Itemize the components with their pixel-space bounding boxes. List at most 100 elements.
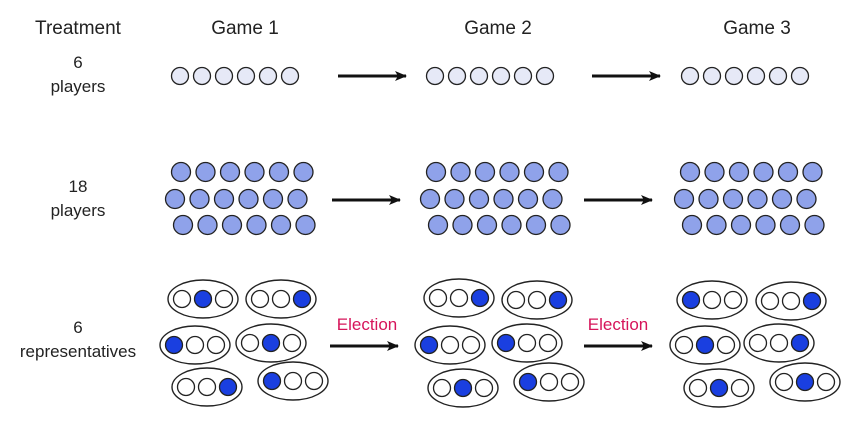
representative-group bbox=[171, 367, 243, 407]
representative-dot bbox=[795, 372, 815, 392]
member-dot bbox=[527, 290, 547, 310]
player-dot bbox=[548, 161, 569, 183]
representative-group bbox=[743, 323, 815, 363]
representative-dot bbox=[695, 335, 715, 355]
player-dot bbox=[221, 214, 243, 236]
representative-dot bbox=[790, 333, 810, 353]
player-dot bbox=[722, 188, 744, 210]
player-dot bbox=[702, 66, 722, 86]
player-dot bbox=[425, 66, 445, 86]
member-dot bbox=[214, 289, 234, 309]
player-dot bbox=[280, 66, 300, 86]
player-dot bbox=[189, 188, 210, 210]
player-dot bbox=[550, 214, 571, 236]
member-dot bbox=[440, 335, 460, 355]
member-dot bbox=[538, 333, 558, 353]
member-dot bbox=[428, 288, 448, 308]
player-dot bbox=[681, 214, 703, 236]
representative-group bbox=[414, 325, 486, 365]
representative-dot bbox=[419, 335, 439, 355]
representative-dot bbox=[292, 289, 312, 309]
representative-group bbox=[676, 280, 748, 320]
player-dot bbox=[728, 161, 750, 183]
row-2-label-unit: players bbox=[51, 201, 106, 220]
member-dot bbox=[283, 371, 303, 391]
player-dot bbox=[779, 214, 801, 236]
player-dot bbox=[192, 66, 212, 86]
player-dot bbox=[517, 188, 539, 210]
player-dot bbox=[258, 66, 278, 86]
representative-dot bbox=[453, 378, 473, 398]
player-dot bbox=[804, 214, 825, 236]
member-dot bbox=[240, 333, 260, 353]
member-dot bbox=[560, 372, 580, 392]
player-dot bbox=[170, 161, 192, 183]
member-dot bbox=[449, 288, 469, 308]
player-dot bbox=[219, 161, 241, 183]
election-label-2: Election bbox=[588, 315, 648, 334]
player-dot bbox=[270, 214, 292, 236]
row-2-label-count: 18 bbox=[69, 177, 88, 196]
player-dot bbox=[452, 214, 473, 236]
player-dot bbox=[195, 161, 216, 183]
player-dot bbox=[753, 161, 774, 183]
representative-group bbox=[427, 368, 499, 408]
representative-dot bbox=[709, 378, 729, 398]
player-dot bbox=[447, 66, 467, 86]
player-dot bbox=[746, 66, 766, 86]
player-dot bbox=[287, 188, 308, 210]
player-dot bbox=[244, 161, 265, 183]
representative-group bbox=[167, 279, 239, 319]
member-dot bbox=[716, 335, 736, 355]
member-dot bbox=[781, 291, 801, 311]
player-dot bbox=[268, 161, 290, 183]
player-dot bbox=[474, 161, 496, 183]
member-dot bbox=[250, 289, 270, 309]
player-dot bbox=[450, 161, 471, 183]
game-2-header: Game 2 bbox=[464, 18, 532, 39]
member-dot bbox=[769, 333, 789, 353]
treatment-header: Treatment bbox=[35, 18, 122, 39]
representative-dot bbox=[802, 291, 822, 311]
player-dot bbox=[476, 214, 498, 236]
representative-group bbox=[669, 325, 741, 365]
player-dot bbox=[419, 188, 441, 210]
representative-dot bbox=[518, 372, 538, 392]
representative-dot bbox=[193, 289, 213, 309]
representative-group bbox=[159, 325, 231, 365]
row-3-label-unit: representatives bbox=[20, 342, 136, 361]
representative-dot bbox=[262, 371, 282, 391]
representative-dot bbox=[548, 290, 568, 310]
player-dot bbox=[755, 214, 776, 236]
player-dot bbox=[214, 66, 234, 86]
member-dot bbox=[432, 378, 452, 398]
representative-group bbox=[769, 362, 841, 402]
member-dot bbox=[517, 333, 537, 353]
member-dot bbox=[172, 289, 192, 309]
player-dot bbox=[172, 214, 194, 236]
player-dot bbox=[673, 188, 695, 210]
member-dot bbox=[774, 372, 794, 392]
member-dot bbox=[271, 289, 291, 309]
player-dot bbox=[213, 188, 235, 210]
player-dot bbox=[706, 214, 727, 236]
player-dot bbox=[236, 66, 256, 86]
player-dot bbox=[771, 188, 793, 210]
row-1-label-count: 6 bbox=[73, 53, 82, 72]
player-dot bbox=[293, 161, 314, 183]
player-dot bbox=[747, 188, 768, 210]
member-dot bbox=[461, 335, 481, 355]
player-dot bbox=[427, 214, 449, 236]
member-dot bbox=[748, 333, 768, 353]
player-dot bbox=[523, 161, 545, 183]
player-dot bbox=[679, 161, 701, 183]
player-dot bbox=[469, 66, 489, 86]
player-dot bbox=[468, 188, 490, 210]
player-dot bbox=[796, 188, 817, 210]
representative-groups bbox=[159, 278, 841, 408]
player-dot bbox=[197, 214, 218, 236]
member-dot bbox=[474, 378, 494, 398]
player-dot bbox=[499, 161, 520, 183]
player-dot bbox=[777, 161, 799, 183]
